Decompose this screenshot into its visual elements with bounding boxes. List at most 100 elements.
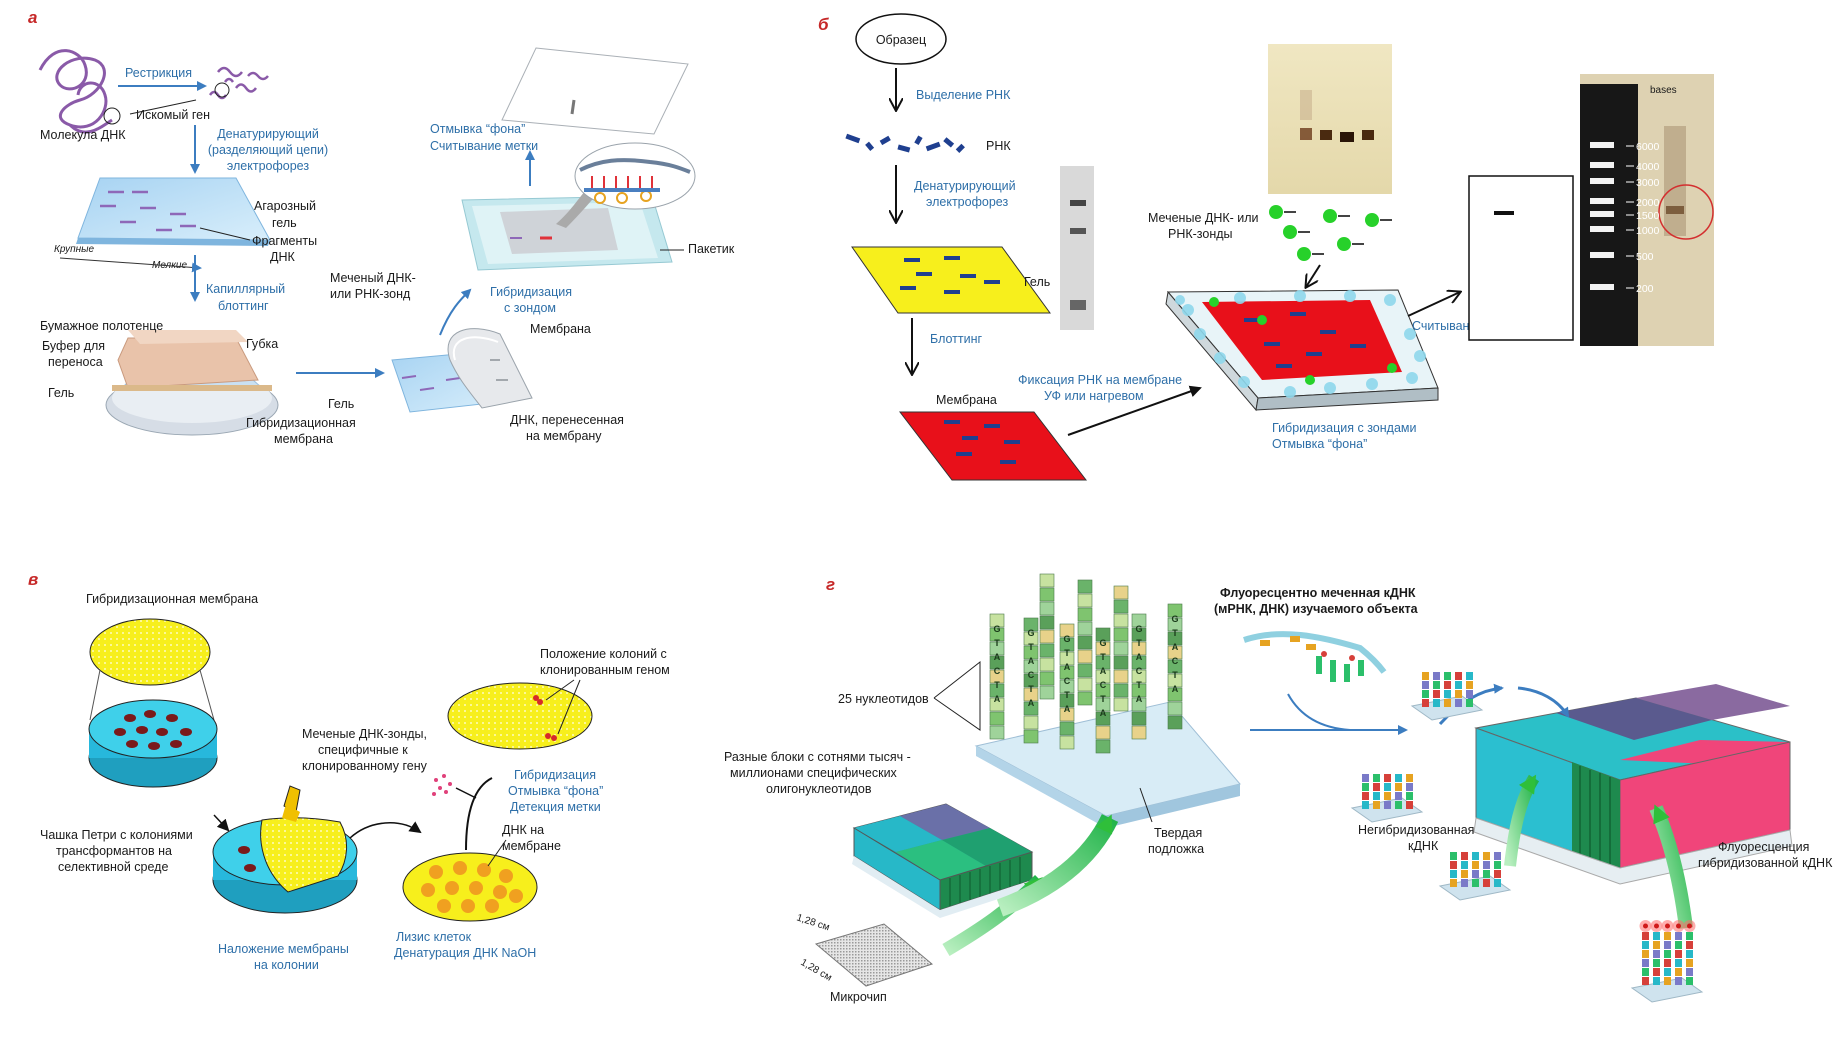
label-wash-2: Считывание метки [430,139,538,153]
probe-segment [1664,950,1671,958]
probe-segment [1384,801,1391,809]
probe-letter: T [1100,694,1106,704]
probe-segment [1395,792,1402,800]
label-dna-membrane-2: мембране [502,839,561,853]
oligo-cell [1113,669,1129,684]
probe-letter: A [1172,642,1179,652]
probe-segment [1483,852,1490,860]
probe-segment [1362,783,1369,791]
probe-letter: T [994,638,1000,648]
probe-segment [1406,783,1413,791]
capillary-blot-setup [105,330,279,436]
label-hyb-2: Отмывка “фона” [508,784,603,798]
oligo-cell [1167,701,1183,716]
label-large: Крупные [54,244,94,255]
probe-letter: A [1100,708,1107,718]
label-agarose-1: Агарозный [254,199,316,213]
small-probe-sets [1350,672,1704,1003]
probe-letter: G [993,624,1000,634]
probe-segment [1455,672,1462,680]
panel-b-letter: б [818,15,829,34]
oligo-cell [1039,587,1055,602]
probe-segment [1461,870,1468,878]
label-petri-1: Чашка Петри с колониями [40,828,193,842]
oligo-cell [1039,643,1055,658]
probe-letter: G [1063,634,1070,644]
oligo-cell [1059,693,1075,708]
label-denat-2: электрофорез [926,195,1008,209]
probe-letter: A [1100,666,1107,676]
label-fragments-1: Фрагменты [252,234,317,248]
label-unhyb-1: Негибридизованная [1358,823,1474,837]
probe-segment [1433,681,1440,689]
hybridized-array [1473,684,1793,885]
probe-segment [1686,968,1693,976]
label-probe-1: Меченый ДНК- [330,271,416,285]
probe-segment [1422,690,1429,698]
oligo-cell [1023,715,1039,730]
probe-letter: C [1064,676,1071,686]
ladder-label: 1500 [1636,210,1660,222]
label-target-gene: Искомый ген [136,108,210,122]
label-fixation-1: Фиксация РНК на мембране [1018,373,1182,387]
probe-letter: A [1136,694,1143,704]
label-probes-3: клонированному гену [302,759,428,773]
probe-letter: G [1135,624,1142,634]
oligo-cell [1059,721,1075,736]
petri-dish [88,699,218,788]
probe-segment [1472,870,1479,878]
probe-segment [1664,959,1671,967]
ladder-band [1590,211,1614,217]
block-chip [852,803,1034,918]
probe-letter: A [994,652,1001,662]
oligo-cell [1167,687,1183,702]
label-cdna-1: Флуоресцентно меченная кДНК [1220,586,1416,600]
label-cdna-2: (мРНК, ДНК) изучаемого объекта [1214,602,1419,616]
oligo-cell [989,725,1005,740]
label-nucleotides: 25 нуклеотидов [838,692,929,706]
labeled-cdna-icon [1243,631,1387,682]
panel-a: а Рестрикция Искомый ген Молекула ДНК Де… [28,8,735,446]
label-agarose-2: гель [272,216,297,230]
probe-letter: C [1028,670,1035,680]
label-size-2: 1,28 см [799,957,834,984]
probe-segment [1373,792,1380,800]
probe-segment [1664,968,1671,976]
label-overlay-2: на колонии [254,958,319,972]
label-sponge: Губка [246,337,278,351]
label-hybridization-1: Гибридизация [490,285,572,299]
probe-segment [1362,792,1369,800]
probe-letter: C [994,666,1001,676]
probe-segment [1461,852,1468,860]
label-hyb-membrane-1: Гибридизационная [246,416,356,430]
probe-letter: T [1028,642,1034,652]
panel-a-letter: а [28,8,37,27]
probe-letter: A [1028,656,1035,666]
oligo-cell [1039,671,1055,686]
probe-segment [1433,699,1440,707]
probe-segment [1653,932,1660,940]
probe-segment [1664,932,1671,940]
oligo-cell [1131,711,1147,726]
oligo-cell [1077,649,1093,664]
probe-segment [1433,690,1440,698]
probe-segment [1675,968,1682,976]
probe-letter: T [1136,638,1142,648]
label-membrane: Мембрана [530,322,591,336]
label-blocks-3: олигонуклеотидов [766,782,872,796]
probe-letter: T [1172,628,1178,638]
to-hybridization-arrow [439,288,472,336]
ladder-band [1590,142,1614,148]
probe-letter: T [1064,648,1070,658]
probe-dots [432,774,452,796]
probe-segment [1494,861,1501,869]
panel-v-letter: в [28,570,38,589]
ladder-band [1590,226,1614,232]
probe-segment [1472,852,1479,860]
top-membrane [89,618,211,686]
dna-molecule-icon [38,49,108,129]
oligo-cell [1039,615,1055,630]
oligo-probe-column [1077,579,1093,706]
gel-photo [1060,166,1094,330]
